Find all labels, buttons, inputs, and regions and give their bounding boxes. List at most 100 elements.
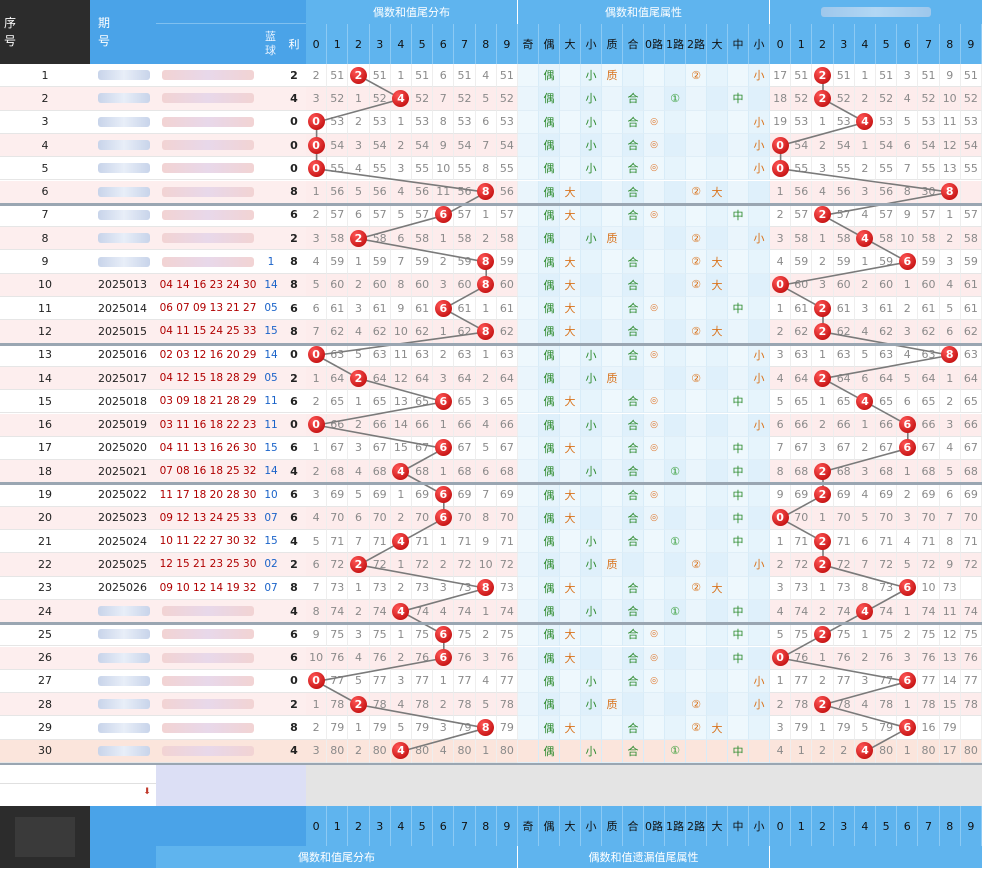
header-attr-5: 合 bbox=[623, 24, 644, 64]
dist-cell: 6 bbox=[433, 390, 455, 414]
row-numbers bbox=[156, 623, 260, 647]
attr-cell-big: 大 bbox=[560, 250, 581, 274]
row-period bbox=[90, 227, 156, 251]
dist-cell: 65 bbox=[454, 390, 476, 414]
dist-cell: 2 bbox=[433, 693, 455, 717]
miss-cell: 14 bbox=[939, 669, 961, 694]
dist-cell: 2 bbox=[306, 716, 328, 740]
attr-cell-r0 bbox=[644, 716, 665, 740]
miss-cell: 6 bbox=[897, 413, 919, 437]
period-blur bbox=[98, 116, 150, 127]
attr-cell-odd bbox=[518, 64, 539, 88]
attr-cell-mid bbox=[728, 693, 749, 717]
dist-cell: 2 bbox=[390, 133, 412, 158]
attr-cell-even: 偶 bbox=[539, 739, 560, 763]
miss-cell: 1 bbox=[854, 250, 876, 274]
miss-ball: 4 bbox=[856, 229, 874, 247]
attr-cell-big: 大 bbox=[560, 623, 581, 647]
miss-cell: 62 bbox=[918, 320, 940, 344]
row-seq: 15 bbox=[0, 390, 90, 414]
footer-period bbox=[90, 806, 156, 868]
attr-cell-comp bbox=[623, 553, 644, 577]
dist-cell: 78 bbox=[496, 693, 518, 717]
dist-cell: 61 bbox=[496, 297, 518, 321]
miss-cell: 52 bbox=[960, 87, 982, 111]
attr-cell-small2 bbox=[749, 646, 770, 670]
miss-cell: 58 bbox=[960, 227, 982, 251]
attr-cell-small2: 小 bbox=[749, 413, 770, 437]
dist-cell: 66 bbox=[454, 413, 476, 437]
miss-cell: 63 bbox=[960, 343, 982, 367]
miss-cell: 79 bbox=[791, 716, 813, 740]
dist-cell: 3 bbox=[475, 646, 497, 670]
dist-cell: 8 bbox=[475, 716, 497, 740]
dist-cell: 59 bbox=[327, 250, 349, 274]
miss-cell: 70 bbox=[833, 506, 855, 530]
attr-cell-r2 bbox=[686, 506, 707, 530]
attr-cell-r1: ① bbox=[665, 739, 686, 763]
attr-cell-big2 bbox=[707, 157, 728, 181]
attr-cell-odd bbox=[518, 390, 539, 414]
profit-header-label: 利 bbox=[288, 38, 300, 51]
group1-header: 偶数和值尾分布 bbox=[306, 0, 518, 24]
row-period bbox=[90, 87, 156, 111]
attr-cell-comp: 合 bbox=[623, 460, 644, 484]
dist-cell: 63 bbox=[496, 343, 518, 367]
attr-cell-comp: 合 bbox=[623, 343, 644, 367]
miss-cell: 56 bbox=[791, 180, 813, 204]
miss-cell: 1 bbox=[939, 366, 961, 391]
dist-cell: 77 bbox=[327, 669, 349, 694]
attr-cell-comp: 合 bbox=[623, 646, 644, 670]
miss-cell: 74 bbox=[833, 599, 855, 624]
header-miss-digit-8: 8 bbox=[939, 24, 961, 64]
miss-ball: 2 bbox=[813, 532, 831, 550]
row-seq: 2 bbox=[0, 87, 90, 111]
attr-cell-r0 bbox=[644, 227, 665, 251]
scroll-down-icon[interactable]: ⬇ bbox=[143, 787, 151, 797]
dist-cell: 73 bbox=[369, 576, 391, 600]
miss-cell: 1 bbox=[770, 669, 792, 694]
miss-cell: 2 bbox=[812, 133, 834, 158]
miss-cell: 60 bbox=[791, 273, 813, 297]
dist-cell: 6 bbox=[433, 64, 455, 88]
hit-ball: 0 bbox=[307, 136, 325, 154]
row-seq: 22 bbox=[0, 553, 90, 577]
group-separator bbox=[0, 622, 982, 626]
miss-ball: 4 bbox=[856, 113, 874, 131]
dist-cell: 1 bbox=[306, 693, 328, 717]
dist-cell: 57 bbox=[327, 203, 349, 228]
dist-cell: 70 bbox=[412, 506, 434, 530]
attr-cell-r0 bbox=[644, 576, 665, 600]
dist-cell: 57 bbox=[454, 203, 476, 228]
row-seq: 20 bbox=[0, 506, 90, 530]
footer-attr-5: 合 bbox=[623, 806, 644, 846]
dist-cell: 1 bbox=[433, 227, 455, 251]
attr-cell-mid bbox=[728, 576, 749, 600]
dist-cell: 9 bbox=[475, 530, 497, 554]
miss-cell: 3 bbox=[897, 320, 919, 344]
miss-cell: 58 bbox=[791, 227, 813, 251]
dist-cell: 51 bbox=[327, 64, 349, 88]
attr-cell-r0: ◎ bbox=[644, 669, 665, 694]
dist-cell: 67 bbox=[496, 436, 518, 461]
row-blue: 02 bbox=[260, 553, 282, 577]
attr-cell-mid bbox=[728, 64, 749, 88]
header-digit-9: 9 bbox=[496, 24, 518, 64]
hit-ball: 6 bbox=[434, 392, 452, 410]
dist-cell: 7 bbox=[306, 576, 328, 600]
attr-cell-comp: 合 bbox=[623, 110, 644, 134]
miss-cell: 71 bbox=[960, 530, 982, 554]
attr-cell-prime bbox=[602, 460, 623, 484]
attr-cell-big2 bbox=[707, 413, 728, 437]
miss-cell: 2 bbox=[812, 64, 834, 88]
dist-cell: 56 bbox=[496, 180, 518, 204]
miss-cell: 2 bbox=[812, 203, 834, 228]
miss-cell: 11 bbox=[939, 110, 961, 134]
miss-cell: 79 bbox=[833, 716, 855, 740]
dist-cell: 3 bbox=[348, 623, 370, 647]
miss-cell: 13 bbox=[939, 157, 961, 181]
dist-cell: 73 bbox=[327, 576, 349, 600]
miss-cell: 71 bbox=[791, 530, 813, 554]
miss-cell: 1 bbox=[897, 599, 919, 624]
miss-cell: 61 bbox=[918, 297, 940, 321]
